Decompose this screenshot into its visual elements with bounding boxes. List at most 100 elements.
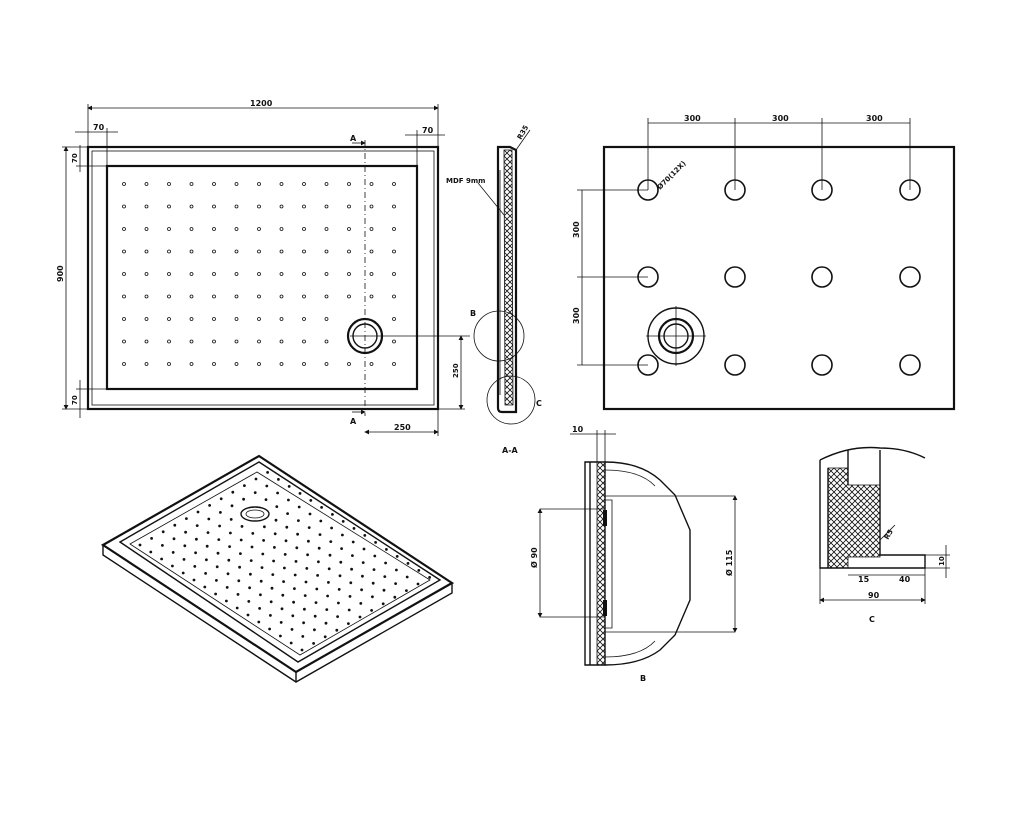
iso-dot (273, 532, 277, 536)
tray-dot (122, 362, 126, 366)
support-foot (811, 266, 833, 288)
tray-dot (167, 272, 171, 276)
iso-dot (216, 551, 220, 555)
iso-dot (239, 552, 242, 555)
iso-dot (205, 558, 208, 562)
iso-dot (251, 532, 255, 535)
iso-dot (242, 497, 246, 501)
tray-dot (302, 249, 306, 254)
iso-dot (215, 579, 218, 582)
iso-dot (370, 609, 373, 612)
tray-dot (234, 204, 239, 209)
base-outline (602, 145, 956, 411)
tray-dot (302, 317, 306, 321)
iso-dot (263, 525, 266, 529)
section-mark-bottom: A (350, 417, 357, 426)
support-foot (724, 266, 746, 288)
iso-dot (238, 565, 242, 569)
foot-diameter-label: Ø70(12X) (656, 159, 688, 191)
iso-dot (385, 548, 388, 551)
iso-dot (393, 595, 397, 599)
iso-dot (416, 582, 420, 586)
iso-dot (229, 531, 232, 535)
iso-dot (195, 524, 199, 527)
tray-dot (369, 227, 374, 231)
iso-dot (308, 512, 312, 516)
detail-c-width15: 15 (858, 575, 870, 584)
iso-dot (172, 537, 176, 541)
iso-dot (265, 484, 269, 488)
iso-dot-grid (138, 471, 431, 652)
tray-dot (257, 272, 261, 276)
dim-rim-bottom: 70 (71, 395, 79, 405)
iso-dot (307, 539, 310, 543)
tray-dot (302, 294, 306, 299)
tray-dot (392, 272, 396, 276)
iso-dot (204, 572, 208, 575)
detail-c-width40: 40 (899, 575, 911, 584)
iso-dot (373, 554, 377, 558)
iso-dot (205, 544, 209, 548)
iso-dot (428, 576, 431, 579)
iso-dot (236, 593, 240, 596)
tray-dot (369, 362, 374, 366)
iso-dot (173, 523, 177, 527)
iso-dot (274, 518, 278, 522)
iso-dot (326, 594, 329, 598)
tray-dot (257, 339, 261, 344)
iso-dot (293, 587, 296, 590)
tray-dot (234, 339, 239, 344)
iso-dot (249, 559, 253, 562)
dim-rim-left: 70 (93, 123, 105, 132)
tray-dot (392, 362, 396, 366)
iso-dot (229, 518, 233, 521)
iso-dot (161, 530, 165, 534)
iso-dot (259, 593, 262, 597)
detail-b-caption: B (640, 674, 646, 683)
iso-dot (323, 635, 327, 639)
tray-dot (144, 204, 149, 209)
tray-dot (347, 249, 351, 254)
tray-dot (347, 182, 351, 186)
iso-dot (309, 499, 313, 502)
iso-dot (243, 484, 246, 487)
tray-dot (167, 249, 171, 254)
iso-dot (297, 519, 300, 522)
iso-dot (361, 561, 365, 564)
iso-dot (341, 533, 344, 537)
iso-dot (208, 504, 212, 507)
section-mark-top: A (350, 134, 357, 143)
iso-dot (282, 580, 285, 583)
tray-dot (369, 294, 374, 299)
iso-dot (329, 540, 333, 543)
iso-dot (215, 565, 219, 569)
iso-dot (194, 551, 198, 555)
iso-dot (417, 569, 421, 572)
tray-dot (144, 272, 149, 276)
iso-dot (286, 512, 289, 515)
tray-dot (122, 204, 126, 209)
iso-dot (358, 615, 362, 619)
iso-dot (161, 544, 164, 547)
iso-dot (184, 530, 188, 534)
iso-dot (303, 594, 307, 597)
tray-outline (86, 145, 440, 411)
detail-c-radius: R5 (883, 528, 895, 541)
iso-dot (331, 513, 334, 516)
tray-dot (212, 294, 216, 299)
iso-dot (304, 580, 308, 584)
foot-spacing-y2: 300 (572, 307, 581, 324)
iso-dot (261, 552, 265, 556)
iso-dot (281, 593, 285, 597)
tray-dot (212, 339, 216, 344)
tray-dot (302, 339, 306, 344)
tray-dot (189, 339, 194, 344)
tray-dot (234, 294, 239, 299)
tray-dot (122, 272, 126, 276)
tray-dot (212, 317, 216, 321)
feet-layout: 300 300 300 300 300 Ø70(12X) (572, 114, 956, 411)
foot-spacing-x1: 300 (684, 114, 701, 123)
iso-dot (405, 575, 409, 579)
iso-dot (316, 574, 319, 577)
iso-dot (289, 641, 293, 645)
